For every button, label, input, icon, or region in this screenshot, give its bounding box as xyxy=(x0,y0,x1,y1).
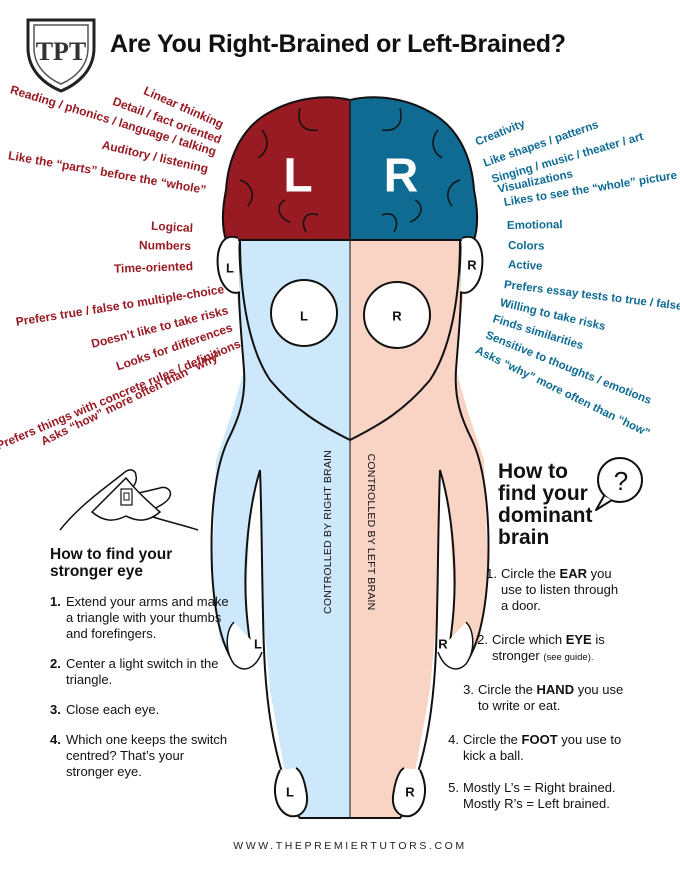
foot-right-label: R xyxy=(405,784,415,800)
hands-triangle-illustration xyxy=(59,469,199,531)
question-circle-icon: ? xyxy=(595,457,643,511)
right-trait: Emotional xyxy=(506,219,563,232)
brain-left-hemisphere xyxy=(222,96,351,241)
ear-right-label: R xyxy=(467,257,477,273)
eye-left xyxy=(270,279,338,347)
footer-url: WWW.THEPREMIERTUTORS.COM xyxy=(233,840,467,852)
eye-right xyxy=(363,281,431,349)
stronger-eye-guide: How to find your stronger eye 1.Extend y… xyxy=(50,546,230,794)
page-title: Are You Right-Brained or Left-Brained? xyxy=(110,30,566,58)
eye-guide-steps: 1.Extend your arms and make a triangle w… xyxy=(50,594,230,780)
svg-text:?: ? xyxy=(614,466,628,496)
brain-letter-right: R xyxy=(383,149,419,203)
left-trait: Numbers xyxy=(138,238,192,253)
dominant-brain-heading: How to find your dominant brain xyxy=(498,460,593,549)
dominant-step: 5. Mostly L’s = Right brained.Mostly R’s… xyxy=(448,780,616,811)
body-outline xyxy=(210,239,490,819)
left-trait: Logical xyxy=(150,218,194,235)
body-label-left: CONTROLLED BY RIGHT BRAIN xyxy=(322,450,334,614)
eye-guide-heading: How to find your stronger eye xyxy=(50,546,173,580)
hand-right xyxy=(437,621,474,670)
right-trait: Colors xyxy=(507,240,545,253)
hand-right-label: R xyxy=(438,636,448,652)
logo-monogram: TPT xyxy=(36,37,87,66)
right-trait: Active xyxy=(507,259,543,273)
foot-right xyxy=(392,767,426,818)
eye-guide-step: 2.Center a light switch in the triangle. xyxy=(50,656,219,687)
foot-left-label: L xyxy=(286,784,294,800)
left-trait: Time-oriented xyxy=(113,259,194,276)
ear-right xyxy=(459,235,484,294)
body-label-right: CONTROLLED BY LEFT BRAIN xyxy=(365,453,377,611)
eye-guide-step: 4.Which one keeps the switch centred? Th… xyxy=(50,732,228,779)
hand-left-label: L xyxy=(254,636,262,652)
hand-left xyxy=(226,621,263,670)
eye-left-label: L xyxy=(300,308,308,324)
eye-right-label: R xyxy=(392,308,402,324)
logo-shield-icon: TPT xyxy=(26,18,96,93)
ear-left xyxy=(216,235,241,294)
ear-left-label: L xyxy=(226,260,234,276)
eye-guide-step: 3.Close each eye. xyxy=(50,702,160,717)
eye-guide-step: 1.Extend your arms and make a triangle w… xyxy=(50,594,229,641)
foot-left xyxy=(274,767,308,818)
brain-right-hemisphere xyxy=(349,96,478,241)
brain-letter-left: L xyxy=(283,149,313,203)
